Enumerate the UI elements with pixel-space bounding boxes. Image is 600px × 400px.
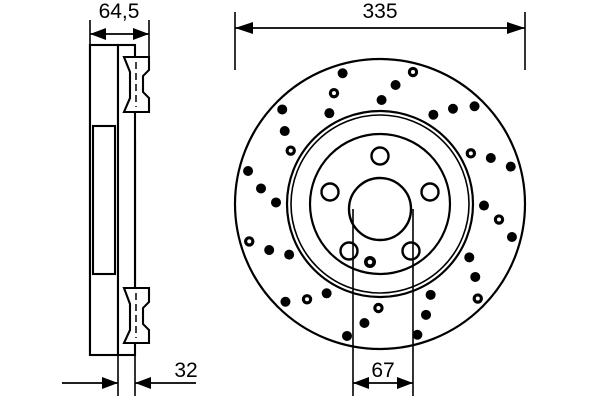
side-section-view <box>88 43 151 357</box>
drill-hole <box>376 95 387 106</box>
arrow-right <box>507 22 525 34</box>
drill-hole <box>359 317 370 328</box>
arrow-left <box>235 22 253 34</box>
drill-hole <box>271 197 282 208</box>
drill-hole-bore <box>331 91 336 96</box>
drill-hole <box>390 80 401 91</box>
drill-hole <box>264 245 275 256</box>
drill-hole-bore <box>468 151 473 156</box>
drill-hole <box>412 329 423 340</box>
arrow-right <box>397 377 413 389</box>
drill-hole <box>469 101 480 112</box>
dimension-overall-width: 64,5 <box>89 0 150 60</box>
drill-hole <box>421 309 432 320</box>
arrow-left <box>102 377 118 389</box>
friction-band-inner-edge-2 <box>290 114 470 294</box>
drill-hole <box>321 288 332 299</box>
drill-hole <box>506 231 517 242</box>
drill-hole <box>324 108 335 119</box>
drill-hole <box>464 252 475 263</box>
bolt-hole-2 <box>420 182 440 202</box>
dimension-label-67: 67 <box>371 359 394 382</box>
dimension-label-32: 32 <box>174 359 197 382</box>
face-view <box>233 57 527 351</box>
drill-hole-bore <box>496 217 501 222</box>
drill-hole <box>277 104 288 115</box>
drill-hole-bore <box>376 305 381 310</box>
bolt-hole-3 <box>401 241 421 261</box>
drill-hole <box>279 126 290 137</box>
drill-hole <box>485 152 496 163</box>
drill-hole <box>428 109 439 120</box>
centre-bore <box>347 176 413 242</box>
dimension-outer-diameter: 335 <box>234 0 526 70</box>
arrow-left <box>90 28 106 40</box>
ventilation-gap <box>91 124 117 276</box>
index-mark-bore <box>367 259 373 265</box>
arrow-right <box>135 377 151 389</box>
bolt-hole-5 <box>320 182 340 202</box>
drill-hole <box>470 271 481 282</box>
drill-hole <box>256 183 267 194</box>
dimension-label-64-5: 64,5 <box>99 0 140 23</box>
arrow-left <box>353 377 369 389</box>
bolt-hole-1 <box>370 146 390 166</box>
dimension-centre-bore: 67 <box>352 209 414 396</box>
drill-hole <box>478 200 489 211</box>
drill-hole <box>284 249 295 260</box>
drill-hole-bore <box>288 148 293 153</box>
drill-hole <box>243 166 254 177</box>
drill-hole <box>505 161 516 172</box>
drill-hole-bore <box>475 296 480 301</box>
drill-hole <box>280 296 291 307</box>
bolt-hole-4 <box>339 241 359 261</box>
drill-hole <box>342 330 353 341</box>
drill-hole <box>425 289 436 300</box>
arrow-right <box>133 28 149 40</box>
drill-hole-bore <box>305 297 310 302</box>
drilled-hole-pattern <box>243 66 517 341</box>
drill-hole <box>337 68 348 79</box>
drill-hole-bore <box>410 70 415 75</box>
friction-band-inner-edge <box>285 109 475 299</box>
drill-hole-bore <box>247 239 252 244</box>
hub-wall <box>116 43 137 357</box>
drill-hole <box>447 103 458 114</box>
dimension-label-335: 335 <box>362 0 397 23</box>
dimension-friction-ring-thickness: 32 <box>62 352 198 396</box>
